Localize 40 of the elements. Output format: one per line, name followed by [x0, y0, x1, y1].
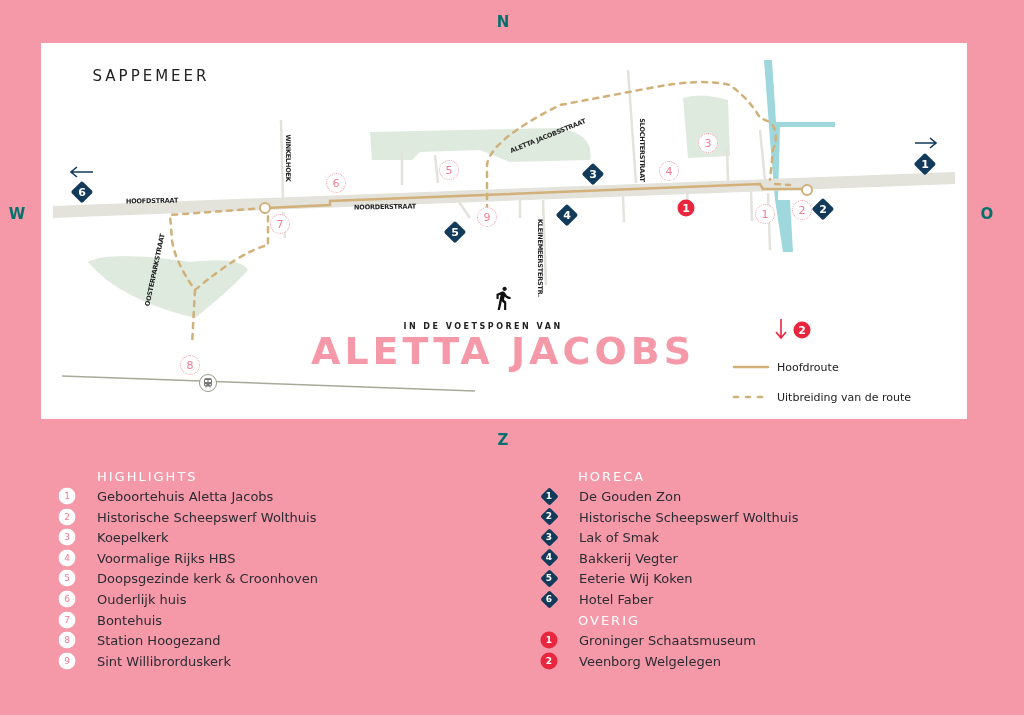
subtitle: IN DE VOETSPOREN VAN [403, 321, 563, 331]
list-entry: Bontehuis [97, 612, 163, 628]
list-entry: Station Hoogezand [97, 632, 221, 648]
highlight-marker: 2 [58, 508, 76, 526]
town-name: SAPPEMEER [92, 67, 210, 85]
list-entry: Lak of Smak [579, 529, 659, 545]
compass-letter: O [980, 205, 994, 223]
highlight-marker: 8 [58, 631, 76, 649]
legend-text: Uitbreiding van de route [777, 390, 912, 404]
title: ALETTA JACOBS [310, 329, 696, 373]
section-heading: HIGHLIGHTS [97, 468, 198, 484]
highlight-marker: 7 [58, 611, 76, 629]
list-entry: Historische Scheepswerf Wolthuis [579, 509, 799, 525]
list-entry: Doopsgezinde kerk & Croonhoven [97, 570, 318, 586]
list-entry: Ouderlijk huis [97, 591, 187, 607]
highlight-marker: 3 [58, 528, 76, 546]
list-entry: Sint Willibrorduskerk [97, 653, 231, 669]
section-heading: HORECA [578, 468, 646, 484]
list-entry: Groninger Schaatsmuseum [579, 632, 756, 648]
section-heading: OVERIG [578, 612, 641, 628]
highlight-marker: 6 [58, 590, 76, 608]
compass-letter: N [496, 13, 510, 31]
other-marker: 1 [540, 631, 558, 649]
list-entry: Voormalige Rijks HBS [97, 550, 236, 566]
highlight-marker: 1 [58, 487, 76, 505]
list-entry: Bakkerij Vegter [579, 550, 678, 566]
compass-letter: W [8, 205, 26, 223]
highlight-marker: 9 [58, 652, 76, 670]
list-entry: Veenborg Welgelegen [579, 653, 721, 669]
list-entry: Historische Scheepswerf Wolthuis [97, 509, 317, 525]
compass-letter: Z [497, 431, 509, 449]
list-entry: Hotel Faber [579, 591, 654, 607]
list-entry: Koepelkerk [97, 529, 169, 545]
list-entry: Eeterie Wij Koken [579, 570, 693, 586]
list-entry: Geboortehuis Aletta Jacobs [97, 488, 274, 504]
highlight-marker: 4 [58, 549, 76, 567]
list-entry: De Gouden Zon [579, 488, 682, 504]
highlight-marker: 5 [58, 569, 76, 587]
other-marker: 2 [540, 652, 558, 670]
legend-text: Hoofdroute [777, 360, 839, 374]
